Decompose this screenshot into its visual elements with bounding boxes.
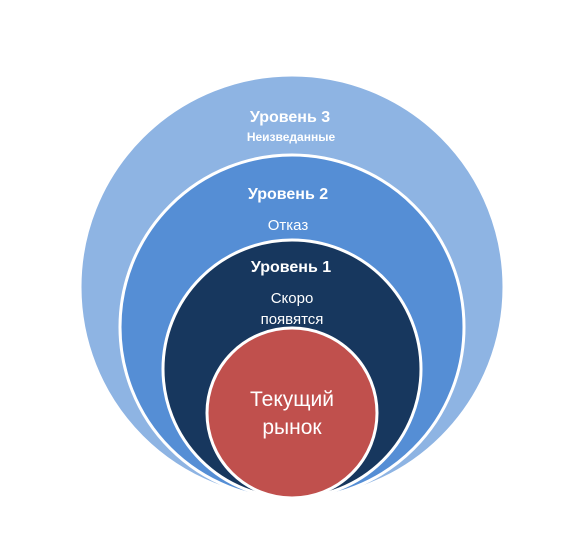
level-1-subtitle-line1: Скоро [271,290,314,307]
level-2-title: Уровень 2 [248,186,328,203]
level-2-subtitle: Отказ [268,217,309,234]
core-label-line1: Текущий [250,388,334,411]
level-3-subtitle: Неизведанные [247,130,336,144]
level-3-title: Уровень 3 [250,109,330,126]
level-1-subtitle-line2: появятся [261,311,324,328]
core-circle [205,326,379,500]
level-1-title: Уровень 1 [251,259,331,276]
core-label-line2: рынок [262,416,322,439]
